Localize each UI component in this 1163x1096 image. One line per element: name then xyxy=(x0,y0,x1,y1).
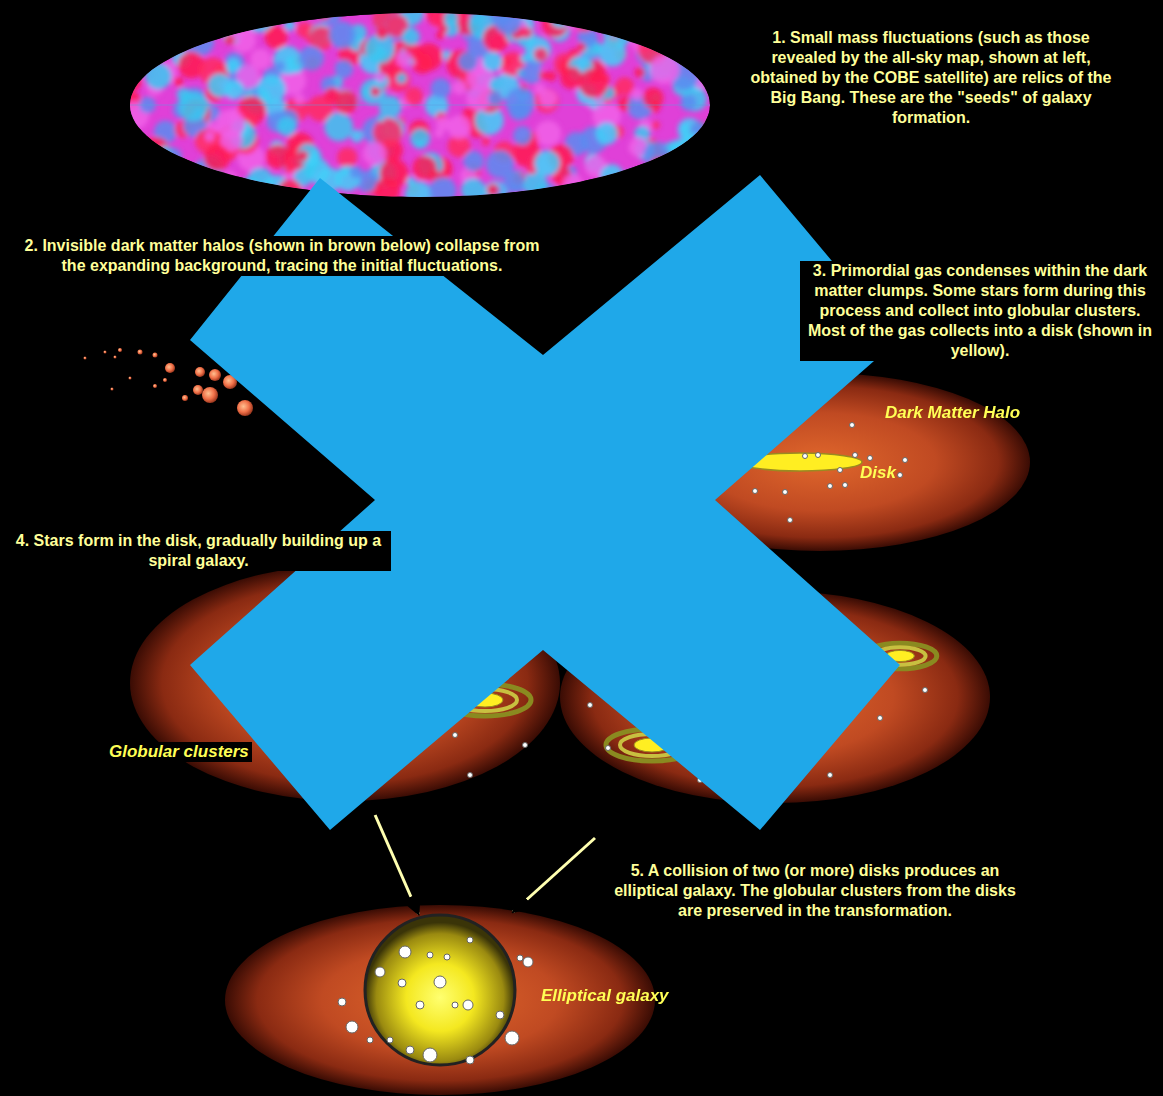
halo-label: Dark Matter Halo xyxy=(885,403,1020,423)
step-description: 4. Stars form in the disk, gradually bui… xyxy=(6,531,391,571)
halo-label: Globular clusters xyxy=(106,742,252,762)
cobe-sky-map xyxy=(121,1,719,209)
merge-arrow xyxy=(375,815,418,914)
elliptical-galaxy-halo: Elliptical galaxy xyxy=(225,905,655,1095)
step-description: 2. Invisible dark matter halos (shown in… xyxy=(12,236,552,276)
halo-label: Disk xyxy=(860,463,896,483)
merge-arrow xyxy=(513,838,595,912)
step-description: 3. Primordial gas condenses within the d… xyxy=(800,261,1160,361)
step-description: 1. Small mass fluctuations (such as thos… xyxy=(745,28,1117,128)
step-description: 5. A collision of two (or more) disks pr… xyxy=(605,861,1025,921)
halo-label: Elliptical galaxy xyxy=(541,986,669,1006)
